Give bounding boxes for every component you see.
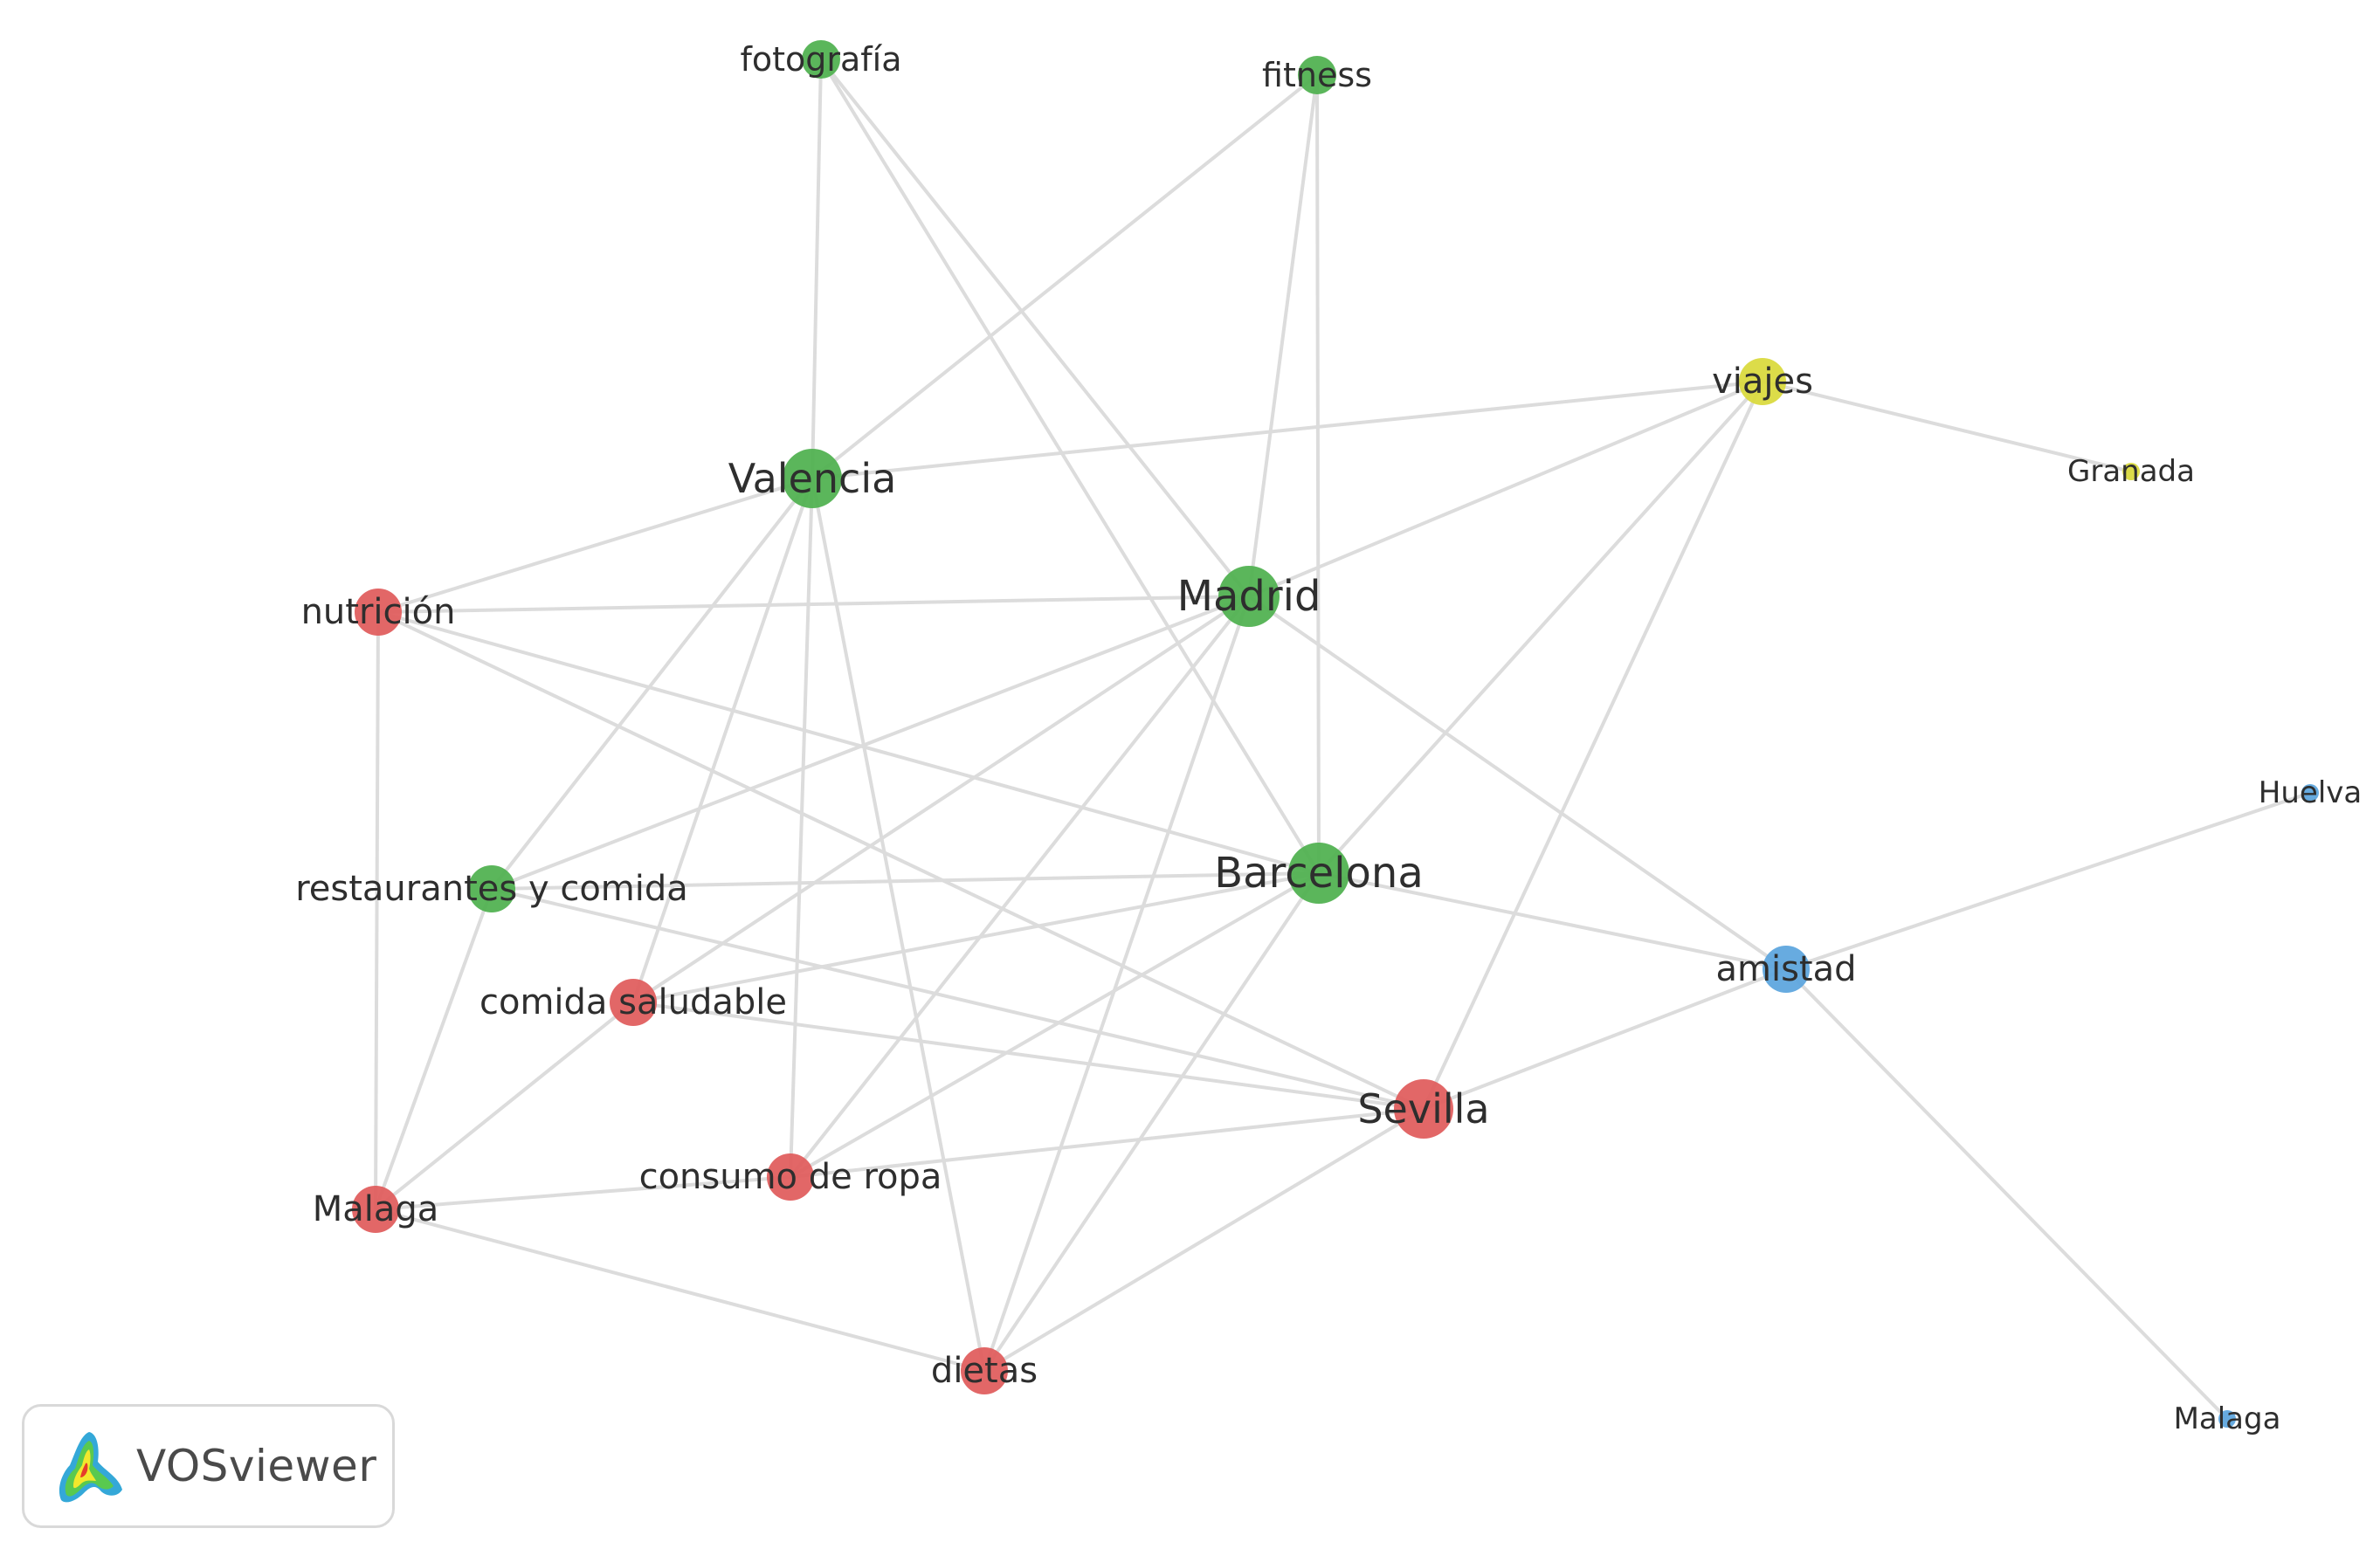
- node-comida[interactable]: [610, 979, 657, 1026]
- node-label-malaga2: Malaga: [2174, 1401, 2281, 1436]
- edge-viajes-sevilla: [1422, 381, 1764, 1110]
- edge-restaurantes-barcelona: [491, 871, 1320, 891]
- edge-viajes-madrid: [1248, 380, 1763, 598]
- node-consumo[interactable]: [767, 1153, 814, 1201]
- edge-fotografia-valencia: [811, 59, 823, 479]
- edge-nutricion-sevilla: [377, 610, 1425, 1111]
- edge-viajes-valencia: [811, 380, 1763, 480]
- edge-valencia-dietas: [811, 478, 986, 1372]
- edge-fitness-madrid: [1247, 74, 1319, 597]
- edge-layer: [374, 58, 2311, 1421]
- vosviewer-logo-icon: [59, 1432, 122, 1503]
- edge-madrid-nutricion: [377, 595, 1250, 614]
- edge-fitness-valencia: [811, 73, 1319, 480]
- vosviewer-wordmark: VOSviewer: [136, 1441, 377, 1491]
- edge-restaurantes-malaga: [374, 888, 493, 1210]
- edge-valencia-consumo: [789, 478, 814, 1178]
- edge-nutricion-malaga: [374, 611, 380, 1210]
- node-label-comida: comida saludable: [479, 982, 787, 1022]
- edge-madrid-comida: [631, 595, 1251, 1004]
- edge-barcelona-dietas: [983, 871, 1321, 1373]
- node-label-barcelona: Barcelona: [1214, 849, 1423, 898]
- node-malaga2[interactable]: [2218, 1410, 2236, 1428]
- edge-sevilla-consumo: [790, 1107, 1425, 1179]
- node-fitness[interactable]: [1298, 56, 1336, 94]
- edge-madrid-consumo: [789, 595, 1251, 1179]
- node-label-consumo: consumo de ropa: [639, 1157, 942, 1197]
- edge-fotografia-barcelona: [819, 58, 1321, 875]
- edge-fitness-barcelona: [1315, 74, 1321, 874]
- vosviewer-badge: VOSviewer: [22, 1404, 395, 1528]
- node-fotografia[interactable]: [802, 40, 840, 79]
- node-label-huelva: Huelva: [2259, 775, 2362, 810]
- node-label-amistad: amistad: [1715, 949, 1856, 989]
- node-label-fotografia: fotografía: [740, 40, 901, 79]
- edge-consumo-malaga: [375, 1175, 791, 1211]
- edge-barcelona-comida: [632, 871, 1320, 1004]
- node-viajes[interactable]: [1739, 358, 1786, 405]
- node-label-nutricion: nutrición: [301, 592, 456, 632]
- node-granada[interactable]: [2122, 463, 2140, 480]
- node-huelva[interactable]: [2301, 784, 2319, 802]
- node-label-dietas: dietas: [931, 1351, 1038, 1391]
- node-sevilla[interactable]: [1394, 1079, 1453, 1139]
- node-label-sevilla: Sevilla: [1357, 1085, 1489, 1132]
- edge-valencia-restaurantes: [490, 477, 814, 891]
- edge-fotografia-madrid: [819, 58, 1251, 598]
- edge-comida-sevilla: [632, 1001, 1425, 1111]
- node-barcelona[interactable]: [1288, 843, 1349, 904]
- node-dietas[interactable]: [961, 1347, 1008, 1394]
- node-amistad[interactable]: [1763, 946, 1810, 993]
- node-label-valencia: Valencia: [728, 455, 897, 502]
- edge-madrid-restaurantes: [491, 595, 1250, 891]
- edge-barcelona-amistad: [1318, 871, 1787, 971]
- edge-viajes-granada: [1762, 380, 2132, 473]
- node-label-granada: Granada: [2067, 454, 2195, 489]
- edge-madrid-amistad: [1247, 595, 1788, 971]
- edge-valencia-comida: [631, 478, 814, 1003]
- edge-comida-malaga: [374, 1001, 635, 1211]
- node-nutricion[interactable]: [355, 589, 402, 636]
- edge-viajes-barcelona: [1317, 380, 1764, 875]
- edge-amistad-malaga2: [1784, 967, 2229, 1421]
- edge-barcelona-consumo: [790, 871, 1320, 1179]
- edge-madrid-dietas: [983, 596, 1251, 1372]
- edge-valencia-nutricion: [377, 477, 813, 614]
- edge-amistad-huelva: [1785, 791, 2311, 971]
- node-label-malaga: Malaga: [313, 1189, 439, 1229]
- node-label-fitness: fitness: [1262, 56, 1372, 94]
- node-madrid[interactable]: [1218, 566, 1280, 627]
- node-valencia[interactable]: [783, 449, 842, 508]
- node-label-restaurantes: restaurantes y comida: [295, 869, 688, 909]
- node-label-viajes: viajes: [1712, 361, 1813, 402]
- edge-sevilla-dietas: [983, 1107, 1425, 1373]
- node-layer: [352, 40, 2319, 1428]
- node-label-madrid: Madrid: [1177, 572, 1321, 621]
- edge-sevilla-amistad: [1423, 967, 1787, 1111]
- edge-nutricion-barcelona: [377, 610, 1320, 875]
- node-restaurantes[interactable]: [468, 865, 515, 912]
- edge-restaurantes-sevilla: [491, 887, 1425, 1111]
- edge-malaga-dietas: [375, 1208, 985, 1373]
- node-malaga[interactable]: [352, 1186, 399, 1233]
